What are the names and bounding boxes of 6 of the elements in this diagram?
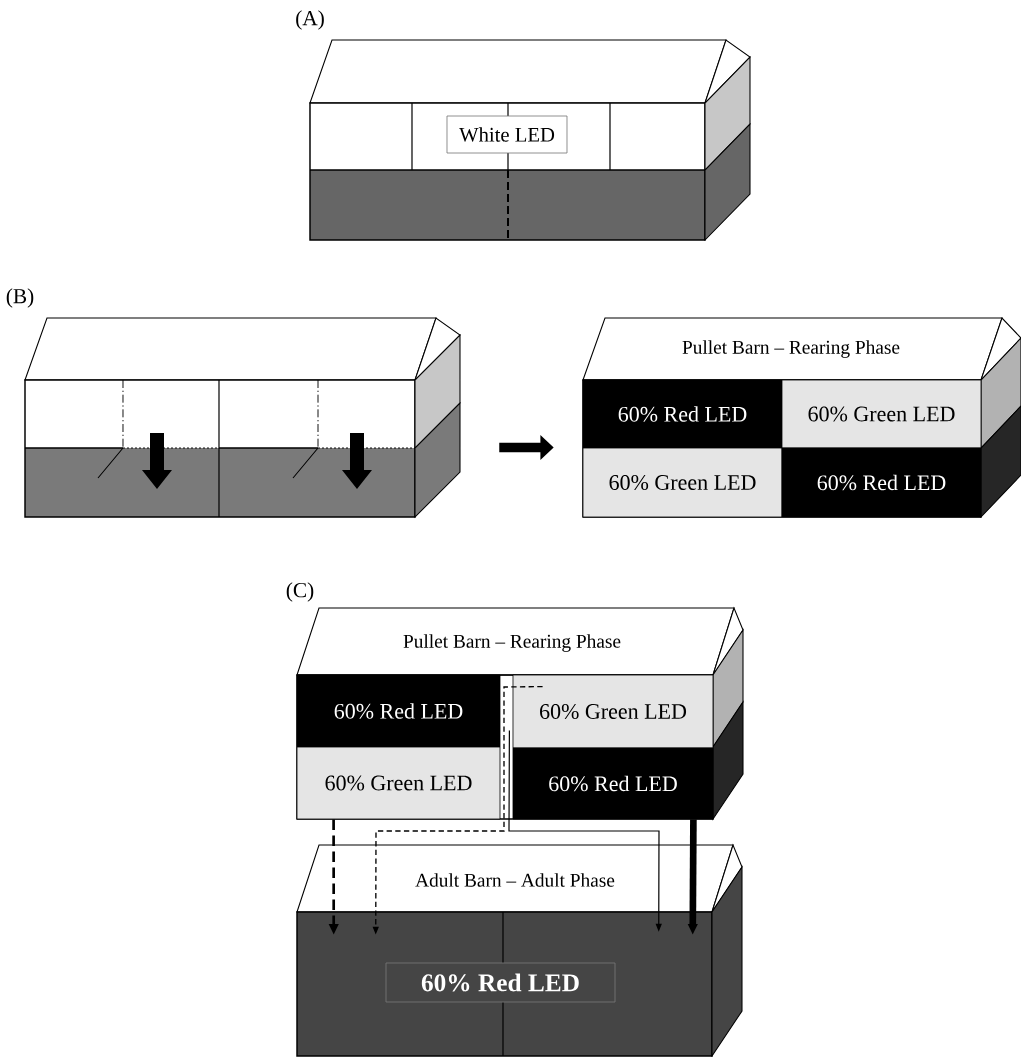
panel-label: (A) xyxy=(296,10,324,30)
panel-label: (B) xyxy=(6,288,34,308)
barn-title: Adult Barn – Adult Phase xyxy=(415,873,615,887)
barn-title: Pullet Barn – Rearing Phase xyxy=(682,340,900,358)
panel-label: (C) xyxy=(286,582,314,602)
barn-title: Pullet Barn – Rearing Phase xyxy=(403,634,621,652)
